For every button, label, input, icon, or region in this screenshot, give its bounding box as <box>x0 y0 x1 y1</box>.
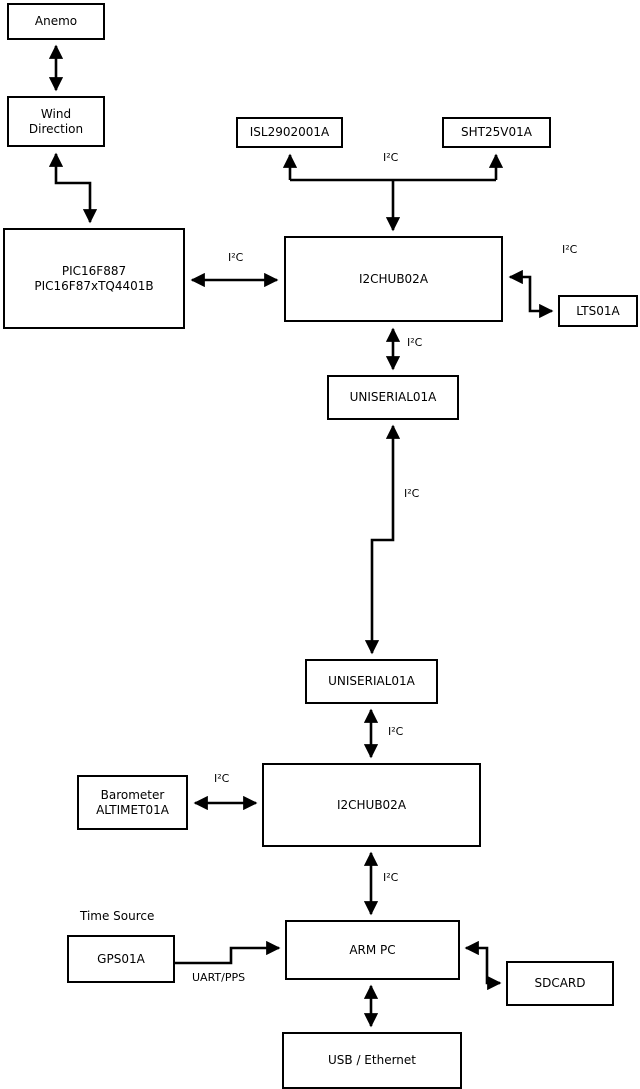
node-sdcard[interactable]: SDCARD <box>506 961 614 1006</box>
edge-pic-wind <box>48 152 98 224</box>
node-arm-pc[interactable]: ARM PC <box>285 920 460 980</box>
edge-label-uniserial-hubbottom-i2c: I²C <box>388 725 404 738</box>
edge-label-hubbottom-armpc-i2c: I²C <box>383 871 399 884</box>
node-gps01a[interactable]: GPS01A <box>67 935 175 983</box>
node-label-sht25v01a: SHT25V01A <box>461 125 532 139</box>
node-barometer-altimet01a[interactable]: Barometer ALTIMET01A <box>77 775 188 830</box>
edge-label-uniserial-link-i2c: I²C <box>404 487 420 500</box>
node-label-uniserial01a-bottom: UNISERIAL01A <box>328 674 415 688</box>
edge-armpc-sdcard <box>464 940 502 991</box>
node-pic-microcontroller[interactable]: PIC16F887 PIC16F87xTQ4401B <box>3 228 185 329</box>
node-lts01a[interactable]: LTS01A <box>558 295 638 327</box>
node-label-gps01a: GPS01A <box>97 951 145 966</box>
node-label-barometer-altimet01a: Barometer ALTIMET01A <box>96 787 169 817</box>
label-time-source: Time Source <box>80 909 155 923</box>
node-i2chub02a-top[interactable]: I2CHUB02A <box>284 236 503 322</box>
node-uniserial01a-bottom[interactable]: UNISERIAL01A <box>305 659 438 704</box>
edge-label-barometer-i2c: I²C <box>214 772 230 785</box>
node-label-uniserial01a-top: UNISERIAL01A <box>349 390 437 404</box>
node-label-wind-direction: Wind Direction <box>28 106 84 136</box>
node-isl2902001a[interactable]: ISL2902001A <box>236 117 343 148</box>
node-label-lts01a: LTS01A <box>576 303 620 318</box>
node-label-isl2902001a: ISL2902001A <box>249 125 330 139</box>
node-wind-direction[interactable]: Wind Direction <box>7 96 105 147</box>
node-i2chub02a-bottom[interactable]: I2CHUB02A <box>262 763 481 847</box>
node-label-arm-pc: ARM PC <box>349 942 396 957</box>
edge-hubtop-lts <box>508 269 554 319</box>
node-sht25v01a[interactable]: SHT25V01A <box>442 117 551 148</box>
edge-gps-armpc <box>175 940 281 965</box>
edge-label-pic-i2chub: I²C <box>228 251 244 264</box>
node-label-usb-ethernet: USB / Ethernet <box>328 1053 416 1067</box>
edge-uni1-uni2 <box>364 424 401 655</box>
node-label-sdcard: SDCARD <box>534 976 586 990</box>
edge-label-sensor-bus-i2c: I²C <box>383 151 399 164</box>
edge-label-lts01a-i2c: I²C <box>562 243 578 256</box>
edge-label-hubtop-uniserial-i2c: I²C <box>407 336 423 349</box>
node-uniserial01a-top[interactable]: UNISERIAL01A <box>327 375 459 420</box>
edge-label-uart-pps: UART/PPS <box>192 971 246 984</box>
node-label-i2chub02a-bottom: I2CHUB02A <box>336 797 407 812</box>
node-usb-ethernet[interactable]: USB / Ethernet <box>282 1032 462 1089</box>
node-label-pic-microcontroller: PIC16F887 PIC16F87xTQ4401B <box>34 263 154 293</box>
node-label-i2chub02a-top: I2CHUB02A <box>358 271 429 286</box>
node-label-anemo: Anemo <box>34 14 78 28</box>
node-anemo[interactable]: Anemo <box>7 3 105 40</box>
